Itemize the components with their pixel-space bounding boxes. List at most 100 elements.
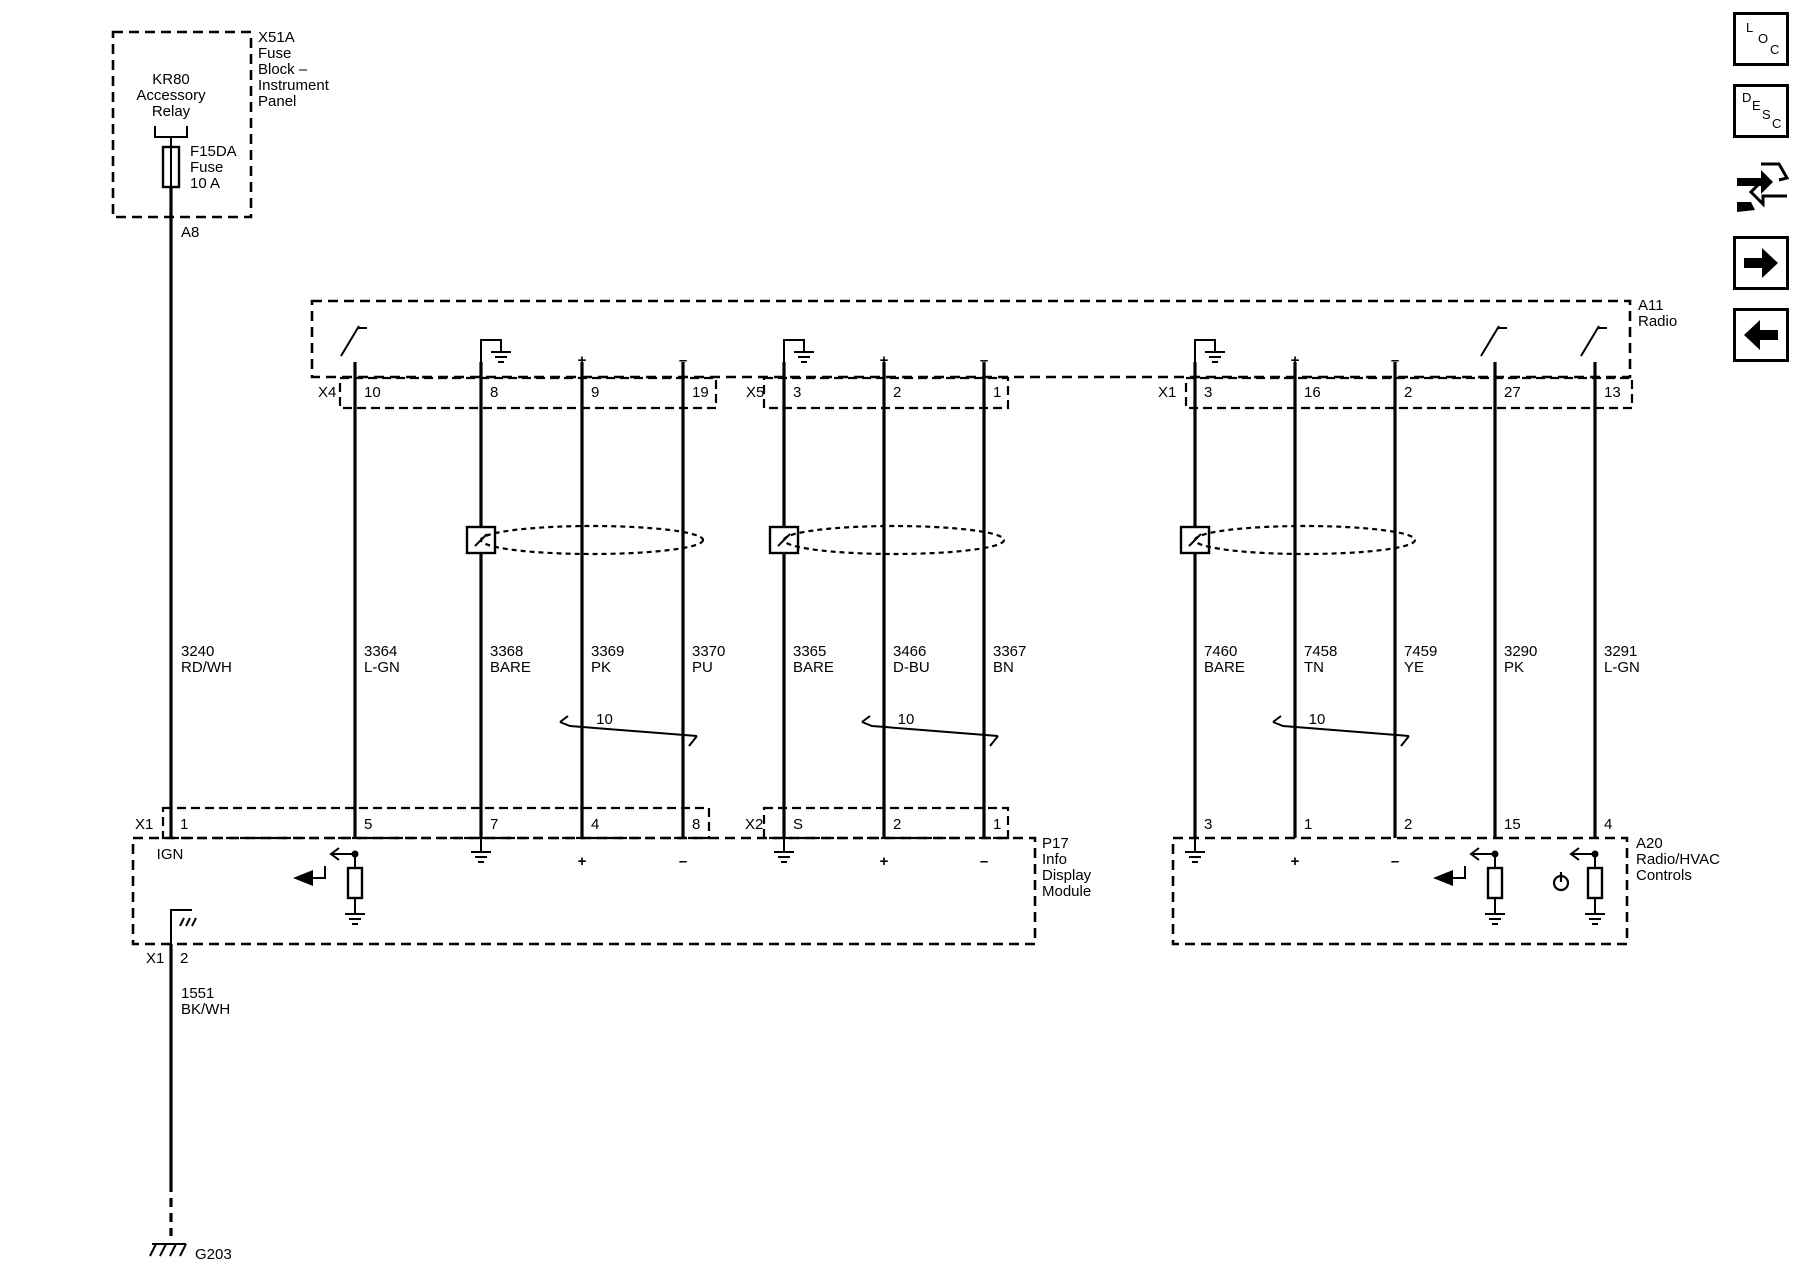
wire-3466-color: D-BU (893, 659, 930, 676)
twisted-pair-marker (1272, 715, 1410, 747)
pin-top-3368: 8 (490, 384, 498, 401)
pin-top-3365: 3 (793, 384, 801, 401)
pin-top-7459: 2 (1404, 384, 1412, 401)
relay-label-2: Accessory (136, 87, 206, 104)
controls-id: A20 (1636, 835, 1663, 852)
controls-outline (1171, 836, 1629, 946)
pin-top-7460: 3 (1204, 384, 1212, 401)
twisted-pair-label: 10 (1309, 711, 1326, 728)
minus-sign: – (980, 853, 988, 870)
plus-sign: + (880, 352, 889, 369)
ground-icon (783, 339, 814, 363)
previous-button[interactable] (1733, 308, 1789, 362)
display-name-2: Display (1042, 867, 1092, 884)
next-button[interactable] (1733, 236, 1789, 290)
chassis-ground-icon (179, 917, 197, 927)
wire-7459-circuit: 7459 (1404, 643, 1437, 660)
pin-top-3370: 19 (692, 384, 709, 401)
wire-3291-color: L-GN (1604, 659, 1640, 676)
wire-7460-color: BARE (1204, 659, 1245, 676)
radio-name: Radio (1638, 313, 1677, 330)
shield-outline (1193, 524, 1417, 556)
signal-wires: 3364L-GN1053368BARE873369PK94++3370PU198… (293, 325, 1640, 925)
pin-top-3364: 10 (364, 384, 381, 401)
wire-3240-color: RD/WH (181, 659, 232, 676)
wire-1551-circuit: 1551 (181, 985, 214, 1002)
relay-label-1: KR80 (152, 71, 190, 88)
desc-letter-s: S (1762, 107, 1771, 122)
ign-label: IGN (157, 846, 184, 863)
resistor-icon (346, 866, 364, 900)
ground-id: G203 (195, 1246, 232, 1263)
plus-sign: + (880, 853, 889, 870)
display-name-1: Info (1042, 851, 1067, 868)
input-arrow-icon (1469, 847, 1495, 861)
controls-name-1: Radio/HVAC (1636, 851, 1720, 868)
radio-outline (310, 299, 1632, 379)
resistor-icon (1586, 866, 1604, 900)
wire-3367-color: BN (993, 659, 1014, 676)
fuse-block-name-2: Block – (258, 61, 308, 78)
pin-bottom-3370: 8 (692, 816, 700, 833)
ground-connector-label: X1 (146, 950, 164, 967)
pin-bottom-3291: 4 (1604, 816, 1612, 833)
switch-icon (1480, 325, 1507, 357)
connector-x4 (338, 376, 718, 410)
controls-name-2: Controls (1636, 867, 1692, 884)
wire-3368-circuit: 3368 (490, 643, 523, 660)
pin-top-3291: 13 (1604, 384, 1621, 401)
location-button[interactable]: L O C (1733, 12, 1789, 66)
next-arrow-icon (1744, 248, 1778, 278)
pin-bottom-3290: 15 (1504, 816, 1521, 833)
wire-1551-color: BK/WH (181, 1001, 230, 1018)
relay-label-3: Relay (152, 103, 191, 120)
switch-icon (340, 325, 367, 357)
wire-3290-circuit: 3290 (1504, 643, 1537, 660)
pin-bottom-7460: 3 (1204, 816, 1212, 833)
radio-a11: A11 Radio X4 X5 X1 (310, 297, 1677, 410)
wire-3370-color: PU (692, 659, 713, 676)
plus-sign: + (1291, 352, 1300, 369)
pin-top-3466: 2 (893, 384, 901, 401)
signal-arrow-tail (313, 866, 326, 879)
desc-letter-e: E (1752, 98, 1761, 113)
twisted-pair-label: 10 (898, 711, 915, 728)
fuse-block-name-1: Fuse (258, 45, 291, 62)
connector-x5-label: X5 (746, 384, 764, 401)
pin-bottom-3466: 2 (893, 816, 901, 833)
loc-letter-c: C (1770, 42, 1780, 57)
resistor-icon (1486, 866, 1504, 900)
connector-end-view-icon (1737, 162, 1789, 212)
resistor-ground-icon (1485, 854, 1505, 925)
fuse-block-x51a: X51A Fuse Block – Instrument Panel KR80 … (111, 29, 330, 241)
fuse-label-1: F15DA (190, 143, 237, 160)
ground-path: X1 2 1551 BK/WH G203 (146, 909, 232, 1263)
twisted-pair-label: 10 (596, 711, 613, 728)
fuse-block-name-4: Panel (258, 93, 296, 110)
radio-hvac-controls-a20: A20 Radio/HVAC Controls (1171, 835, 1720, 946)
wire-7458-circuit: 7458 (1304, 643, 1337, 660)
signal-arrow-icon (1433, 870, 1453, 886)
pin-top-3290: 27 (1504, 384, 1521, 401)
shield-outline (782, 524, 1006, 556)
desc-letter-d: D (1742, 90, 1752, 105)
fuse-block-outline (111, 30, 253, 219)
feed-pin-label: 1 (180, 816, 188, 833)
fuse-block-id: X51A (258, 29, 295, 46)
wire-3364-color: L-GN (364, 659, 400, 676)
connector-x2-display-label: X2 (745, 816, 763, 833)
pin-top-3367: 1 (993, 384, 1001, 401)
wire-7458-color: TN (1304, 659, 1324, 676)
wire-3367-circuit: 3367 (993, 643, 1026, 660)
twisted-pair-marker (861, 715, 999, 747)
connector-end-view-button[interactable] (1733, 158, 1789, 212)
description-button[interactable]: D E S C (1733, 84, 1789, 138)
minus-sign: – (679, 853, 687, 870)
resistor-ground-icon (1585, 854, 1605, 925)
pin-bottom-7459: 2 (1404, 816, 1412, 833)
pin-bottom-3369: 4 (591, 816, 599, 833)
minus-sign: – (679, 352, 687, 369)
pin-bottom-3365: S (793, 816, 803, 833)
wire-3365-color: BARE (793, 659, 834, 676)
